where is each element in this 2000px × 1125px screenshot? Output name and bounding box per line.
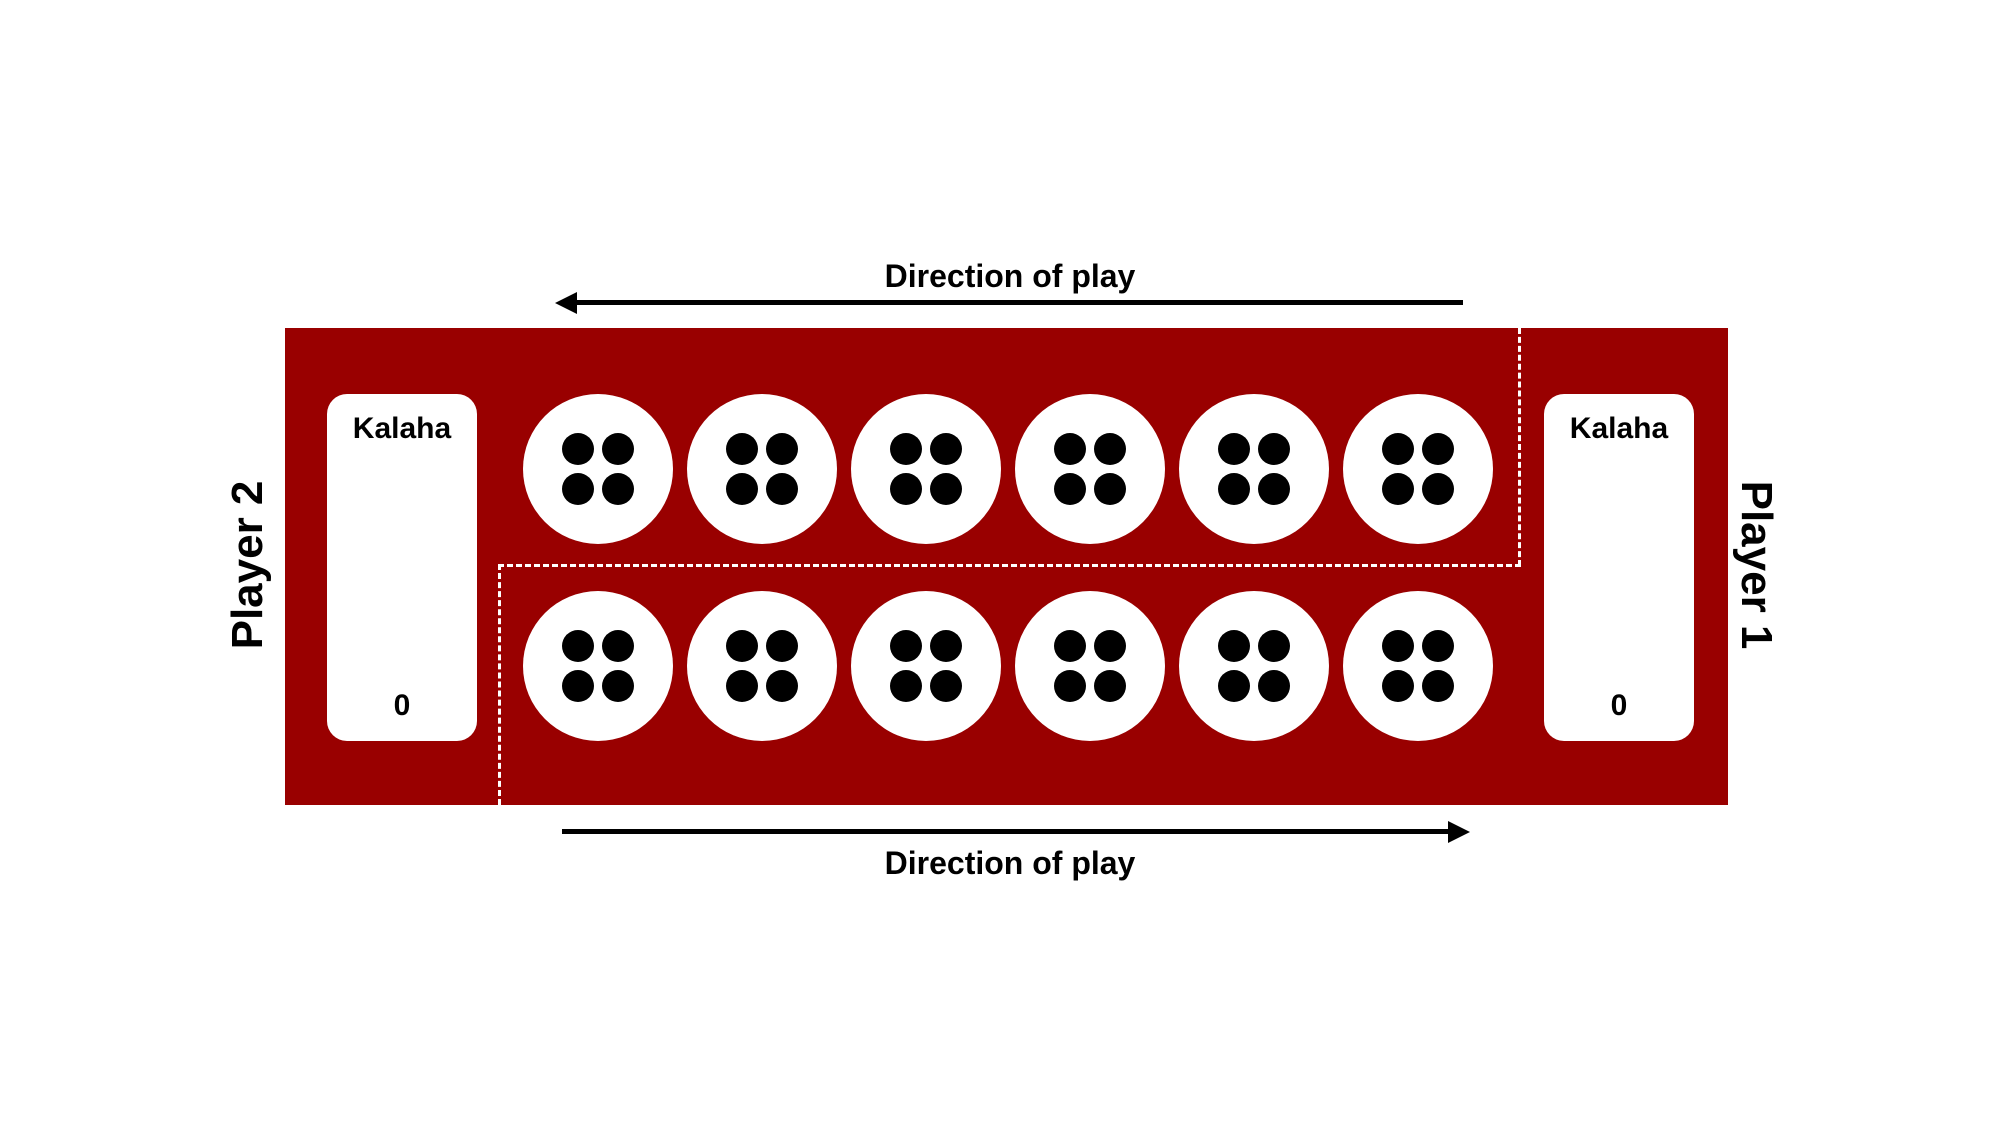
seed-icon (1094, 630, 1126, 662)
kalaha-player-2: Kalaha 0 (327, 394, 477, 741)
seed-icon (1054, 670, 1086, 702)
seed-icon (766, 473, 798, 505)
seed-icon (1054, 473, 1086, 505)
pit-bottom-6[interactable] (1343, 591, 1493, 741)
right-arrow-icon (1448, 821, 1470, 843)
seed-icon (602, 630, 634, 662)
seed-group (726, 630, 798, 702)
seed-icon (1054, 630, 1086, 662)
seed-group (562, 630, 634, 702)
seed-group (726, 433, 798, 505)
seed-icon (1218, 433, 1250, 465)
seed-icon (1094, 670, 1126, 702)
divider-horizontal (498, 564, 1521, 567)
seed-group (1218, 433, 1290, 505)
seed-icon (1094, 473, 1126, 505)
player-2-label: Player 2 (223, 480, 272, 650)
seed-icon (766, 670, 798, 702)
seed-icon (890, 473, 922, 505)
direction-label-bottom: Direction of play (884, 845, 1136, 881)
seed-group (1382, 433, 1454, 505)
arrow-shaft-top (575, 300, 1463, 305)
seed-icon (1258, 630, 1290, 662)
seed-icon (562, 433, 594, 465)
pit-top-3[interactable] (851, 394, 1001, 544)
pit-top-1[interactable] (523, 394, 673, 544)
seed-icon (1218, 630, 1250, 662)
seed-icon (602, 670, 634, 702)
game-board: Kalaha 0 Kalaha 0 (285, 328, 1728, 805)
seed-icon (602, 473, 634, 505)
seed-group (890, 433, 962, 505)
seed-icon (1382, 473, 1414, 505)
seed-icon (562, 670, 594, 702)
seed-icon (1218, 670, 1250, 702)
seed-icon (562, 473, 594, 505)
seed-group (562, 433, 634, 505)
player-1-label: Player 1 (1732, 480, 1781, 650)
seed-group (1218, 630, 1290, 702)
kalaha-title: Kalaha (352, 412, 452, 445)
pit-top-6[interactable] (1343, 394, 1493, 544)
seed-group (890, 630, 962, 702)
seed-icon (930, 433, 962, 465)
seed-group (1054, 433, 1126, 505)
left-arrow-icon (555, 292, 577, 314)
seed-icon (1422, 473, 1454, 505)
seed-icon (930, 473, 962, 505)
kalaha-count: 0 (1610, 689, 1628, 722)
seed-icon (890, 433, 922, 465)
arrow-shaft-bottom (562, 829, 1450, 834)
seed-icon (1382, 670, 1414, 702)
kalaha-title: Kalaha (1569, 412, 1669, 445)
seed-group (1054, 630, 1126, 702)
seed-icon (726, 433, 758, 465)
seed-icon (562, 630, 594, 662)
seed-icon (1258, 670, 1290, 702)
seed-icon (1054, 433, 1086, 465)
seed-icon (1258, 473, 1290, 505)
pit-top-2[interactable] (687, 394, 837, 544)
kalaha-count: 0 (393, 689, 411, 722)
seed-icon (930, 630, 962, 662)
kalaha-player-1: Kalaha 0 (1544, 394, 1694, 741)
pit-bottom-5[interactable] (1179, 591, 1329, 741)
seed-icon (766, 630, 798, 662)
seed-icon (602, 433, 634, 465)
pit-bottom-3[interactable] (851, 591, 1001, 741)
seed-icon (1094, 433, 1126, 465)
seed-icon (1422, 630, 1454, 662)
seed-icon (726, 630, 758, 662)
seed-icon (726, 473, 758, 505)
divider-vertical-right (1518, 328, 1521, 566)
pit-bottom-1[interactable] (523, 591, 673, 741)
divider-vertical-left (498, 564, 501, 805)
seed-icon (1218, 473, 1250, 505)
direction-label-top: Direction of play (884, 258, 1136, 294)
pit-bottom-4[interactable] (1015, 591, 1165, 741)
seed-icon (890, 630, 922, 662)
seed-icon (1422, 433, 1454, 465)
pit-top-5[interactable] (1179, 394, 1329, 544)
seed-icon (1422, 670, 1454, 702)
seed-icon (930, 670, 962, 702)
seed-icon (1382, 630, 1414, 662)
seed-icon (766, 433, 798, 465)
pit-top-4[interactable] (1015, 394, 1165, 544)
seed-icon (1382, 433, 1414, 465)
pit-bottom-2[interactable] (687, 591, 837, 741)
seed-icon (890, 670, 922, 702)
seed-group (1382, 630, 1454, 702)
seed-icon (1258, 433, 1290, 465)
seed-icon (726, 670, 758, 702)
